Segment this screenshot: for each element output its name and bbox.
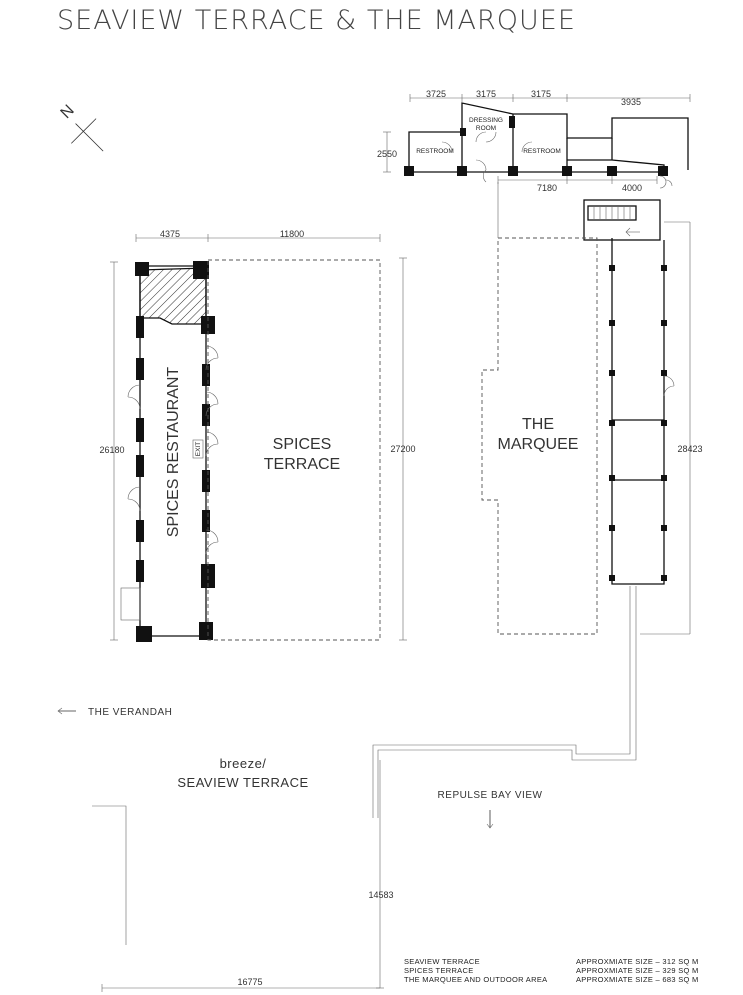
marquee-label-line2: MARQUEE	[498, 436, 579, 453]
north-label: N	[58, 102, 78, 122]
walkway	[92, 586, 637, 992]
north-arrow-icon: N	[58, 102, 104, 152]
dimension-3725: 3725	[426, 89, 446, 99]
stairs	[583, 199, 661, 241]
repulse-bay-view-label: REPULSE BAY VIEW	[438, 790, 543, 801]
restroom-right-label: RESTROOM	[523, 148, 561, 155]
breeze-label-line2: SEAVIEW TERRACE	[177, 775, 308, 790]
spices-restaurant-walls	[120, 261, 219, 642]
spices-terrace-label-line2: TERRACE	[264, 456, 340, 473]
down-arrow-icon	[486, 810, 494, 829]
legend-area-1: SEAVIEW TERRACE	[404, 957, 480, 966]
marquee-area	[481, 237, 598, 635]
dimension-4375: 4375	[160, 229, 180, 239]
spices-dimensions	[110, 234, 407, 641]
verandah-label: THE VERANDAH	[88, 707, 172, 718]
dimension-7180: 7180	[537, 183, 557, 193]
dimension-27200: 27200	[390, 444, 415, 454]
breeze-label-line1: breeze/	[220, 756, 267, 771]
area-legend: SEAVIEW TERRACE APPROXMIATE SIZE – 312 S…	[404, 957, 699, 984]
page-title: SEAVIEW TERRACE & THE MARQUEE	[57, 5, 576, 36]
legend-area-2: SPICES TERRACE	[404, 966, 474, 975]
legend-size-2: APPROXMIATE SIZE – 329 SQ M	[576, 966, 699, 975]
spices-terrace-label-line1: SPICES	[273, 436, 332, 453]
restroom-left-label: RESTROOM	[416, 148, 454, 155]
dimension-28423: 28423	[677, 444, 702, 454]
dimension-2550: 2550	[377, 149, 397, 159]
dressing-room-label-line2: ROOM	[476, 125, 496, 132]
dimension-3175-left: 3175	[476, 89, 496, 99]
dimension-3935: 3935	[621, 97, 641, 107]
marquee-outdoor-corridor	[497, 182, 691, 635]
spices-terrace-area	[207, 259, 381, 641]
legend-size-3: APPROXMIATE SIZE – 683 SQ M	[576, 975, 699, 984]
dimension-14583: 14583	[368, 890, 393, 900]
dimension-26180: 26180	[99, 445, 124, 455]
dressing-room-label-line1: DRESSING	[469, 117, 503, 124]
marquee-label-line1: THE	[522, 416, 554, 433]
legend-area-3: THE MARQUEE AND OUTDOOR AREA	[404, 975, 547, 984]
dimension-16775: 16775	[237, 977, 262, 987]
dimension-4000: 4000	[622, 183, 642, 193]
service-building	[383, 94, 691, 189]
dimension-3175-right: 3175	[531, 89, 551, 99]
verandah-pointer	[57, 707, 76, 715]
exit-sign: EXIT	[195, 442, 202, 456]
dimension-11800: 11800	[280, 229, 304, 239]
spices-restaurant-label: SPICES RESTAURANT	[165, 367, 182, 538]
legend-size-1: APPROXMIATE SIZE – 312 SQ M	[576, 957, 699, 966]
